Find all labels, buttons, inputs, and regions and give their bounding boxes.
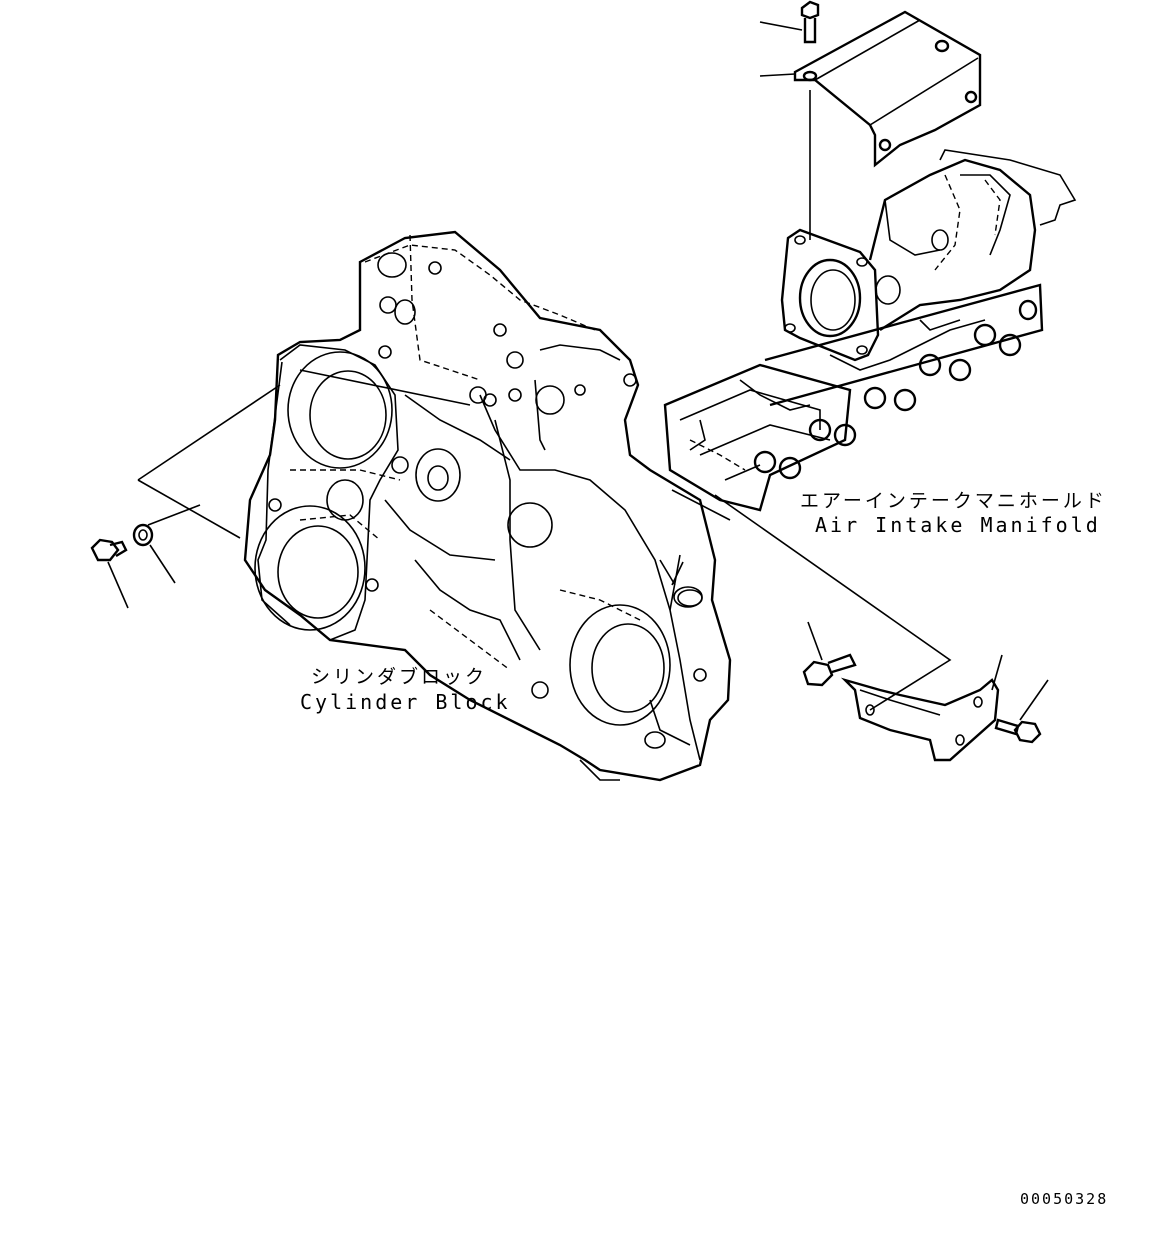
- leader-lines-lower: [671, 561, 1049, 721]
- bolt-lower-right-drawing: [994, 718, 1042, 744]
- cylinder-block-label-en: Cylinder Block: [300, 690, 511, 714]
- top-bracket-drawing: [793, 10, 982, 168]
- bolt-lower-left-drawing: [802, 653, 857, 687]
- lower-bracket-drawing: [840, 677, 1000, 762]
- air-intake-manifold-drawing: [663, 149, 1077, 512]
- top-bolt-drawing: [800, 0, 820, 44]
- bolt-left-drawing: [90, 523, 154, 562]
- leader-lines-left: [107, 369, 471, 609]
- manifold-label-jp: エアーインテークマニホールド: [800, 490, 1107, 512]
- drawing-number: 00050328: [1020, 1190, 1109, 1208]
- cylinder-block-label-jp: シリンダブロック: [311, 666, 488, 688]
- manifold-label-en: Air Intake Manifold: [815, 513, 1101, 537]
- leader-lines-top: [759, 21, 811, 240]
- cylinder-block-drawing: [243, 230, 732, 782]
